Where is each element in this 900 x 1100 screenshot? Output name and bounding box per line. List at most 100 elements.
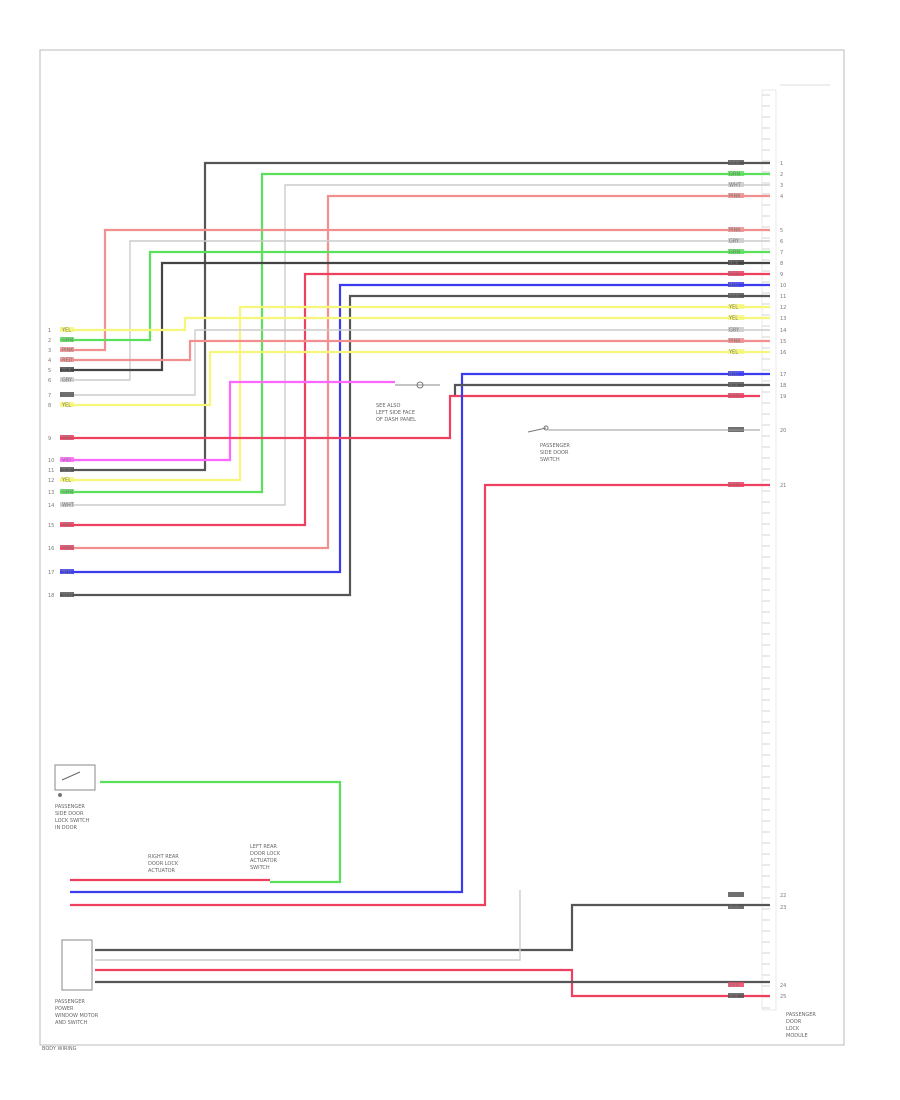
- right-pin-number: 21: [780, 483, 786, 489]
- right-pin-number: 19: [780, 394, 786, 400]
- right-pin-number: 7: [780, 250, 783, 256]
- right-pin-label: BLK: [729, 994, 739, 1000]
- left-pin-label: PINK: [62, 348, 74, 354]
- left-pin-label: BLU: [62, 570, 72, 576]
- right-pin-color: [728, 193, 744, 198]
- left-pin-number: 4: [48, 358, 51, 364]
- right-pin-number: 8: [780, 261, 783, 267]
- right-pin-color: [728, 904, 744, 909]
- right-pin-color: [728, 892, 744, 897]
- right-pin-number: 25: [780, 994, 786, 1000]
- wire-18: [60, 394, 760, 440]
- right-pin-label: BLK: [729, 905, 739, 911]
- right-pin-number: 23: [780, 905, 786, 911]
- right-pin-color: [728, 327, 744, 332]
- right-pin-color: [728, 182, 744, 187]
- wire-14: [60, 329, 770, 396]
- left-pin-number: 6: [48, 378, 51, 384]
- right-pin-label: RED: [729, 483, 740, 489]
- right-pin-color: [728, 315, 744, 320]
- right-pin-number: 5: [780, 228, 783, 234]
- right-pin-label: YEL: [728, 316, 738, 322]
- left-pin-color-pin-8: [60, 402, 74, 407]
- right-pin-color: [728, 260, 744, 265]
- left-pin-label: YEL: [61, 478, 71, 484]
- right-pin-label: RED: [729, 272, 740, 278]
- left-pin-number: 5: [48, 368, 51, 374]
- connector-body: [761, 89, 777, 1011]
- wire-group: [60, 161, 770, 998]
- right-pin-color: [728, 160, 744, 165]
- left-pin-number: 3: [48, 348, 51, 354]
- wire-1: [60, 161, 770, 472]
- wire-15: [60, 339, 770, 362]
- left-pin-color-pin-18: [60, 592, 74, 597]
- left-pin-label: VIO: [62, 458, 71, 464]
- right-pin-label: PINK: [729, 339, 741, 345]
- right-pin-number: 22: [780, 893, 786, 899]
- right-pin-color: [728, 171, 744, 176]
- lock-actuator-labels: RIGHT REAR DOOR LOCK ACTUATOR LEFT REAR …: [148, 844, 281, 874]
- right-pin-number: 15: [780, 339, 786, 345]
- right-pin-number: 6: [780, 239, 783, 245]
- bottom-switch-caption-4: IN DOOR: [55, 825, 78, 831]
- right-lock-caption-2: DOOR LOCK: [148, 861, 179, 867]
- bottom-switch-caption-3: LOCK SWITCH: [55, 818, 90, 824]
- right-pin-number: 13: [780, 316, 786, 322]
- right-module-caption-4: MODULE: [786, 1033, 808, 1039]
- bottom-left-caption-2: POWER: [55, 1006, 74, 1012]
- right-pin-label: YEL: [728, 305, 738, 311]
- wire-2: [60, 172, 770, 494]
- left-pin-color-pin-14: [60, 502, 74, 507]
- right-pin-label: PINK: [729, 228, 741, 234]
- door-switch-symbol: PASSENGER SIDE DOOR SWITCH: [527, 425, 760, 463]
- left-pin-number: 1: [48, 328, 51, 334]
- left-pin-label: RED: [62, 358, 73, 364]
- wire-11: [60, 294, 770, 597]
- right-pin-color: [728, 282, 744, 287]
- wire-16: [60, 350, 770, 407]
- left-pin-number: 17: [48, 570, 54, 576]
- left-pin-color-pin-10: [60, 457, 74, 462]
- left-pin-number: 7: [48, 393, 51, 399]
- left-pin-color-pin-12: [60, 477, 74, 482]
- right-pin-color: [728, 993, 744, 998]
- left-pin-number: 13: [48, 490, 54, 496]
- wire-12: [60, 305, 770, 482]
- bottom-switch-component: PASSENGER SIDE DOOR LOCK SWITCH IN DOOR: [54, 764, 96, 831]
- left-pin-label: GRN: [62, 338, 73, 344]
- left-pin-number: 9: [48, 436, 51, 442]
- right-pin-label: GRY: [729, 239, 740, 245]
- wire-3: [60, 184, 770, 506]
- wire-9: [60, 272, 770, 527]
- right-module-caption-1: PASSENGER: [786, 1012, 816, 1018]
- left-pin-color-pin-2: [60, 337, 74, 342]
- wire-4: [60, 194, 770, 550]
- footer-left: BODY WIRING: [42, 1046, 77, 1052]
- left-pin-label: RED: [62, 436, 73, 442]
- right-pin-number: 24: [780, 983, 786, 989]
- right-pin-color: [728, 293, 744, 298]
- right-pin-number: 4: [780, 194, 783, 200]
- wire-22: [100, 780, 342, 884]
- wire-6: [60, 240, 770, 381]
- right-module-caption-3: LOCK: [786, 1026, 800, 1032]
- left-pin-label: GRY: [62, 378, 73, 384]
- right-lock-caption-3: ACTUATOR: [148, 868, 176, 874]
- right-pin-label: RED: [729, 394, 740, 400]
- right-pin-color: [728, 249, 744, 254]
- diagram-frame: [39, 49, 845, 1046]
- mid-component-caption-1: SEE ALSO: [376, 403, 400, 409]
- left-pin-label: BLK: [62, 468, 72, 474]
- left-pin-number: 8: [48, 403, 51, 409]
- right-pin-color: [728, 238, 744, 243]
- right-pin-label: WHT: [729, 183, 742, 189]
- right-pin-color: [728, 382, 744, 387]
- left-lock-caption-3: ACTUATOR: [250, 858, 278, 864]
- left-pin-number: 16: [48, 546, 54, 552]
- wire-10: [60, 283, 770, 574]
- right-pin-label: GRN: [729, 250, 740, 256]
- right-pin-number: 1: [780, 161, 783, 167]
- bottom-left-caption-1: PASSENGER: [55, 999, 85, 1005]
- left-pin-color-pin-9: [60, 435, 74, 440]
